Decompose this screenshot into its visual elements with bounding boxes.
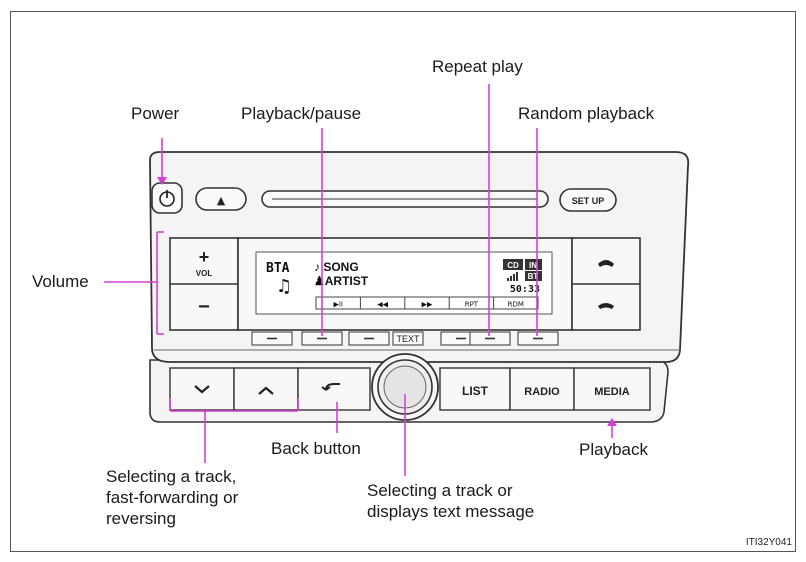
label-selecting-track-line3: reversing <box>106 509 176 528</box>
label-selecting-track: Selecting a track, fast-forwarding or re… <box>106 466 306 529</box>
eject-button[interactable] <box>195 187 247 211</box>
setup-label: SET UP <box>572 196 605 206</box>
chevron-up-icon <box>258 386 274 395</box>
in-indicator-label: IN <box>529 261 537 270</box>
label-volume: Volume <box>32 272 89 291</box>
callout-lines <box>104 84 617 476</box>
label-playback-pause: Playback/pause <box>241 104 362 123</box>
eject-icon: ▲ <box>217 194 226 207</box>
phone-hangup-icon[interactable] <box>598 303 614 309</box>
softkey-label: RPT <box>465 301 479 309</box>
media-label: MEDIA <box>594 386 630 398</box>
music-note-icon: ♫ <box>276 276 292 297</box>
image-code: ITI32Y041 <box>745 537 792 548</box>
vol-label: VOL <box>196 269 213 278</box>
media-button[interactable] <box>573 367 651 411</box>
text-button-label: TEXT <box>396 334 420 344</box>
text-button[interactable] <box>392 331 424 346</box>
chevron-down-icon <box>194 385 210 394</box>
list-label: LIST <box>462 384 489 398</box>
radio-label: RADIO <box>524 386 560 398</box>
signal-icon <box>507 272 518 281</box>
softkey-label: ▶▶ <box>422 301 433 309</box>
bt-indicator <box>525 271 542 281</box>
cd-indicator <box>503 259 523 270</box>
in-indicator <box>525 259 542 270</box>
label-selecting-text-line2: displays text message <box>367 502 535 521</box>
display-source: BTA <box>266 261 290 276</box>
softkey-label: ◀◀ <box>377 301 388 309</box>
back-button[interactable] <box>297 367 371 411</box>
setup-button[interactable] <box>559 188 617 212</box>
softkey-label-row <box>315 296 539 310</box>
volume-up-button[interactable]: + <box>199 247 210 267</box>
back-arrow-icon <box>321 383 340 391</box>
display-time: 50:33 <box>510 284 540 295</box>
softkey-label: RDM <box>508 301 524 309</box>
label-selecting-text: Selecting a track or displays text messa… <box>367 480 597 522</box>
cd-indicator-label: CD <box>507 261 519 270</box>
label-repeat-play: Repeat play <box>432 57 523 76</box>
display-song: ♪ SONG <box>314 260 359 274</box>
label-back-button: Back button <box>271 439 361 458</box>
label-playback: Playback <box>579 440 648 459</box>
volume-down-button[interactable]: − <box>198 296 210 318</box>
label-power: Power <box>131 104 180 123</box>
label-selecting-text-line1: Selecting a track or <box>367 481 513 500</box>
bt-indicator-label: BT <box>528 272 539 281</box>
list-button[interactable] <box>439 367 511 411</box>
track-down-button[interactable] <box>169 367 235 411</box>
display-artist: ♟ARTIST <box>314 274 369 288</box>
label-random-playback: Random playback <box>518 104 655 123</box>
softkey-label: ▶II <box>333 301 343 309</box>
label-selecting-track-line1: Selecting a track, <box>106 467 237 486</box>
phone-pickup-icon[interactable] <box>598 260 614 267</box>
label-selecting-track-line2: fast-forwarding or <box>106 488 239 507</box>
